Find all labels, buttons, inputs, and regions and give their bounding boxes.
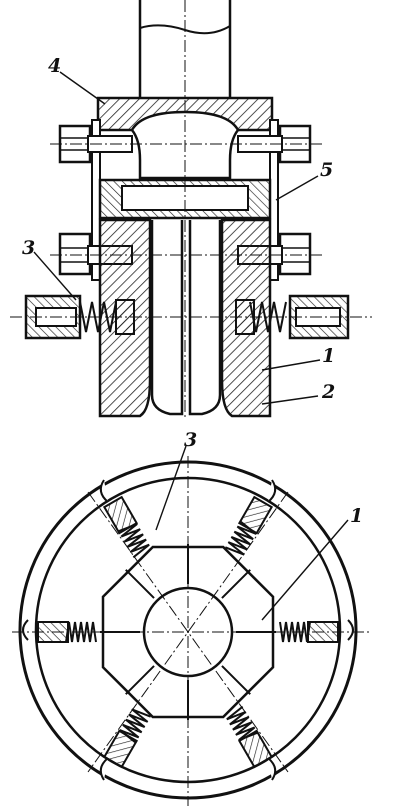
collet-slot xyxy=(125,665,155,695)
section-view xyxy=(10,0,372,420)
callout-1-plan: 1 xyxy=(350,505,363,527)
collet-slot xyxy=(125,569,155,599)
callout-3-plan: 3 xyxy=(184,429,197,451)
part-3-plungers-plan xyxy=(37,495,339,769)
part-1-collet xyxy=(150,220,222,416)
callout-4: 4 xyxy=(48,55,61,77)
plan-view xyxy=(12,445,370,806)
callout-1-top: 1 xyxy=(322,345,335,367)
radial-plunger xyxy=(102,495,150,559)
radial-plunger xyxy=(224,495,274,556)
centre-lines-top xyxy=(10,0,372,420)
leader-lines-top xyxy=(33,71,321,405)
radial-plunger xyxy=(226,705,274,769)
collet-slot xyxy=(221,665,251,695)
callout-3-top: 3 xyxy=(22,237,35,259)
centre-lines-plan xyxy=(12,456,370,806)
callout-5: 5 xyxy=(320,159,333,181)
radial-plunger xyxy=(102,708,152,769)
part-4-cover-plate xyxy=(96,96,274,180)
leader-lines-plan xyxy=(155,445,349,621)
callouts: 4 5 3 1 2 3 1 xyxy=(22,55,363,527)
ring-lugs xyxy=(22,479,354,781)
collet-slot xyxy=(221,569,251,599)
callout-2: 2 xyxy=(321,381,335,403)
